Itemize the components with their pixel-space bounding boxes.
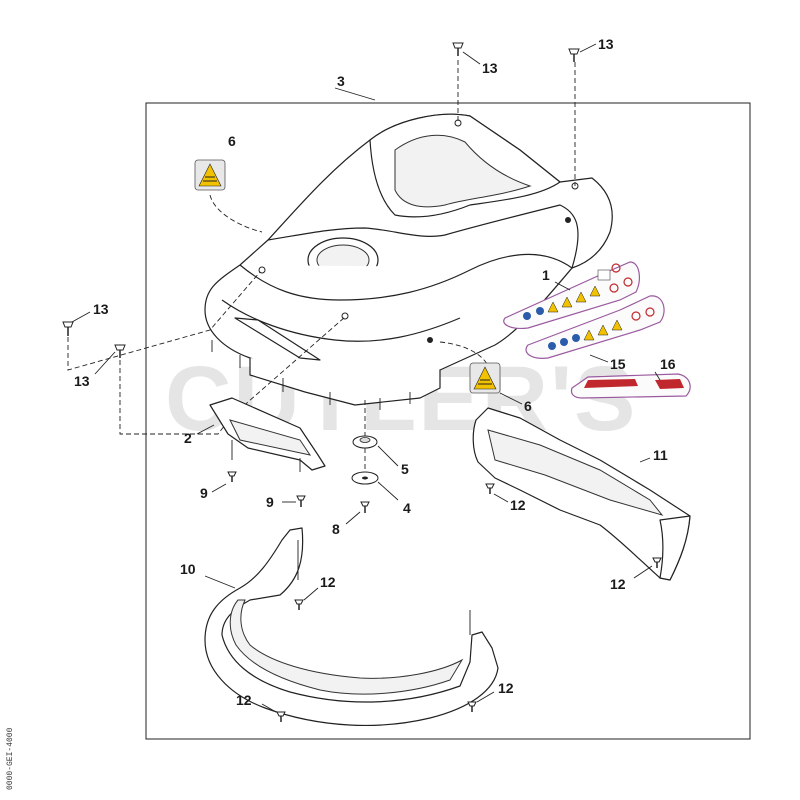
callout-10: 10 [180, 561, 196, 577]
screw-13-left-lower [114, 344, 126, 358]
diagram-frame [145, 102, 751, 740]
screw-9-right [296, 495, 306, 507]
screw-12-bumper11-left [485, 483, 495, 494]
drawing-code: 0000-GEI-4000 [6, 727, 15, 790]
screw-9-left [227, 471, 237, 482]
screw-12-bumper10-upper [294, 599, 304, 610]
callout-8: 8 [332, 521, 340, 537]
screw-12-bumper10-right [467, 701, 477, 712]
grommet-part-5 [352, 435, 378, 449]
callout-9-left: 9 [200, 485, 208, 501]
dash-6a [209, 194, 263, 233]
callout-6-right: 6 [524, 398, 532, 414]
callout-1: 1 [542, 267, 550, 283]
dash-13c [67, 271, 261, 371]
screw-13-top-center [452, 42, 464, 56]
callout-4: 4 [403, 500, 411, 516]
callout-3: 3 [337, 73, 345, 89]
decal-6-right [469, 362, 501, 394]
callout-11: 11 [653, 447, 668, 463]
screw-13-left-upper [62, 321, 74, 336]
callout-13-left-upper: 13 [93, 301, 109, 317]
screw-12-bumper10-left [276, 711, 286, 722]
callout-12-bumper10-upper: 12 [320, 574, 336, 590]
decal-strip-15 [525, 295, 665, 359]
decal-6-left [194, 159, 226, 191]
bumper-part-10 [204, 527, 499, 726]
callout-12-bumper10-right: 12 [498, 680, 514, 696]
screw-8 [360, 501, 370, 513]
washer-part-4 [351, 471, 379, 485]
bracket-part-2 [209, 397, 326, 472]
callout-13-top-right: 13 [598, 36, 614, 52]
decal-strip-16 [570, 373, 691, 399]
callout-6-left: 6 [228, 133, 236, 149]
dash-13d [119, 360, 233, 435]
callout-13-left-lower: 13 [74, 373, 90, 389]
callout-12-bumper11-right: 12 [610, 576, 626, 592]
callout-5: 5 [401, 461, 409, 477]
bumper-part-11 [472, 407, 691, 581]
callout-12-bumper10-left: 12 [236, 692, 252, 708]
decal-strip-1 [503, 261, 640, 329]
callout-2: 2 [184, 430, 192, 446]
screw-13-top-right [568, 48, 580, 62]
dash-to-2 [231, 316, 346, 417]
screw-12-bumper11-right [652, 557, 662, 568]
callout-12-bumper11-left: 12 [510, 497, 526, 513]
callout-13-top-center: 13 [482, 60, 498, 76]
callout-9-right: 9 [266, 494, 274, 510]
callout-15: 15 [610, 356, 626, 372]
leader-3 [334, 87, 376, 101]
callout-16: 16 [660, 356, 676, 372]
